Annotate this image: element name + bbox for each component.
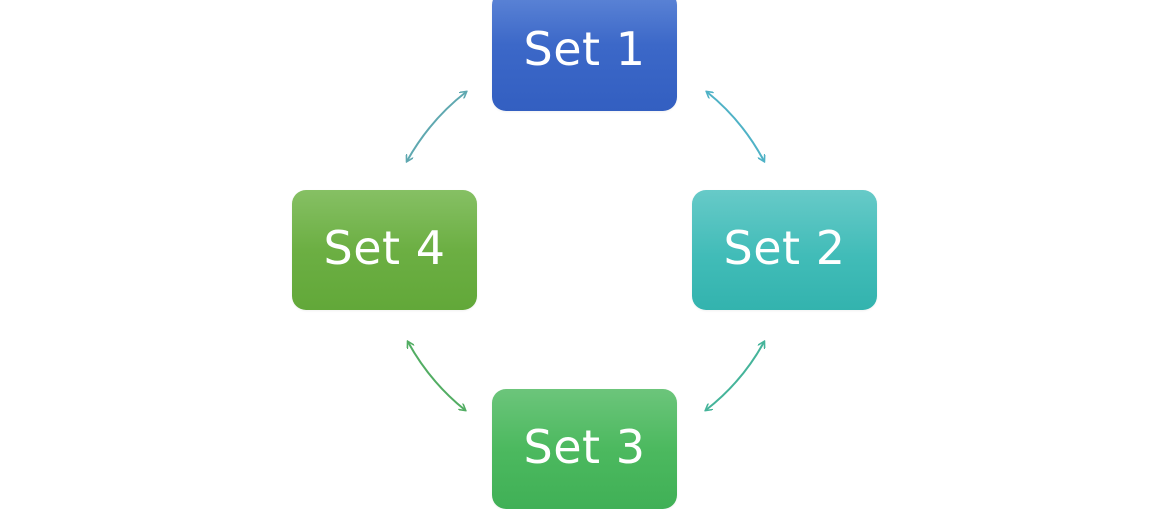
node-label: Set 1 [523,22,646,76]
node-label: Set 4 [323,221,446,275]
arrow-set2-set3 [706,342,764,410]
node-set-2: Set 2 [692,190,877,310]
node-set-1: Set 1 [492,0,677,111]
node-set-3: Set 3 [492,389,677,509]
arrow-set3-set4 [408,342,465,410]
arrow-set1-set2 [707,92,764,161]
node-label: Set 3 [523,420,646,474]
node-set-4: Set 4 [292,190,477,310]
arrow-set4-set1 [407,92,466,161]
node-label: Set 2 [723,221,846,275]
